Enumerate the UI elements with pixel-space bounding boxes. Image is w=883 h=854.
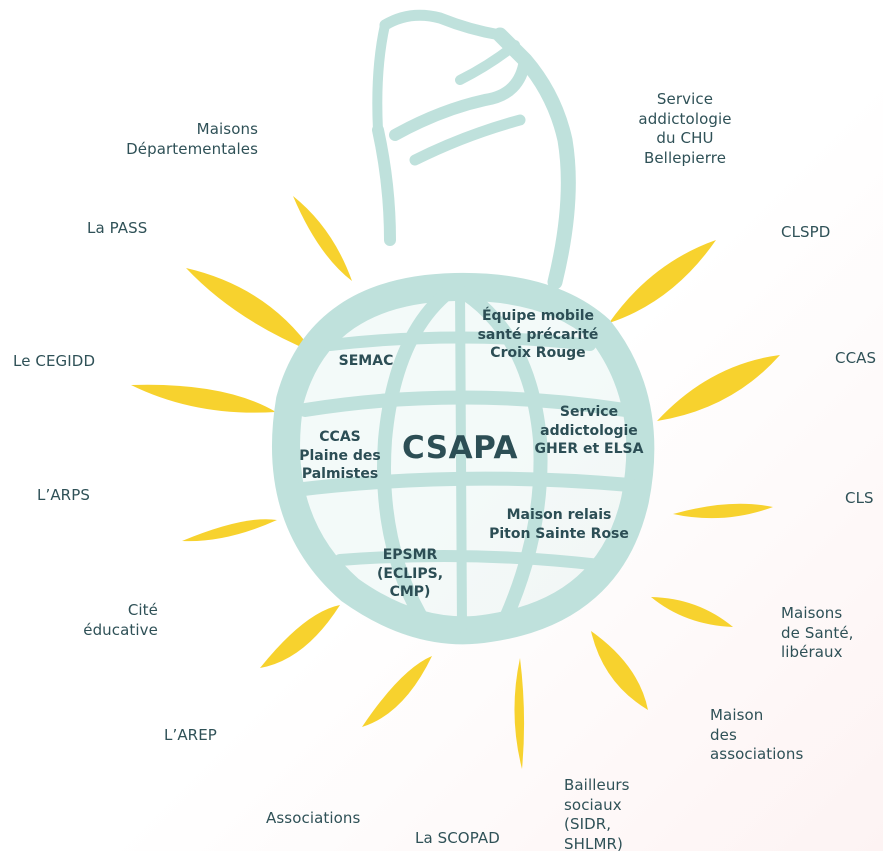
hand-arm [492,27,576,290]
sun-ray [260,605,340,668]
partner-clspd: CLSPD [781,223,831,241]
hand-finger [455,40,520,85]
inner-partner-maison-relais: Maison relais Piton Sainte Rose [489,507,629,542]
inner-partner-ccas-plaine: CCAS Plaine des Palmistes [299,429,381,482]
hand-wrist [372,20,390,135]
hand-palm [379,9,506,41]
partner-la-scopad: La SCOPAD [415,829,500,847]
hand-finger [409,114,526,166]
globe-icon [272,272,655,645]
sun-ray [186,268,313,352]
sun-ray [362,656,432,727]
sun-ray [182,519,277,542]
partner-maisons-de-sante: Maisons de Santé, libéraux [781,604,854,661]
partner-associations: Associations [266,809,361,827]
sun-ray [514,658,525,769]
partner-service-addictologie-chu: Service addictologie du CHU Bellepierre [638,90,732,167]
hand-thumb [372,124,396,246]
partner-le-cegidd: Le CEGIDD [13,352,96,370]
inner-partner-service-addictologie-gher: Service addictologie GHER et ELSA [534,404,644,457]
partner-l-arep: L’AREP [164,726,217,744]
partner-ccas: CCAS [835,349,877,367]
inner-partner-equipe-mobile: Équipe mobile santé précarité Croix Roug… [477,308,599,361]
sun-ray [131,384,276,413]
hand-finger [389,54,531,141]
hub-label-csapa: CSAPA [401,430,518,466]
partner-cls: CLS [845,489,874,507]
partner-maison-des-associations: Maison des associations [710,706,804,763]
sun-ray [657,355,780,421]
partner-bailleurs-sociaux: Bailleurs sociaux (SIDR, SHLMR) [564,776,630,853]
sun-ray [673,503,773,519]
sun-ray [591,631,648,710]
partner-la-pass: La PASS [87,219,148,237]
partner-maisons-departementales: Maisons Départementales [126,120,258,158]
sun-ray [609,240,716,323]
partner-cite-educative: Cité éducative [83,601,158,639]
sun-ray [651,597,733,627]
sun-ray [293,196,352,281]
partner-l-arps: L’ARPS [37,486,90,504]
inner-partner-epsmr: EPSMR (ECLIPS, CMP) [376,547,444,600]
inner-partner-semac: SEMAC [338,353,394,369]
